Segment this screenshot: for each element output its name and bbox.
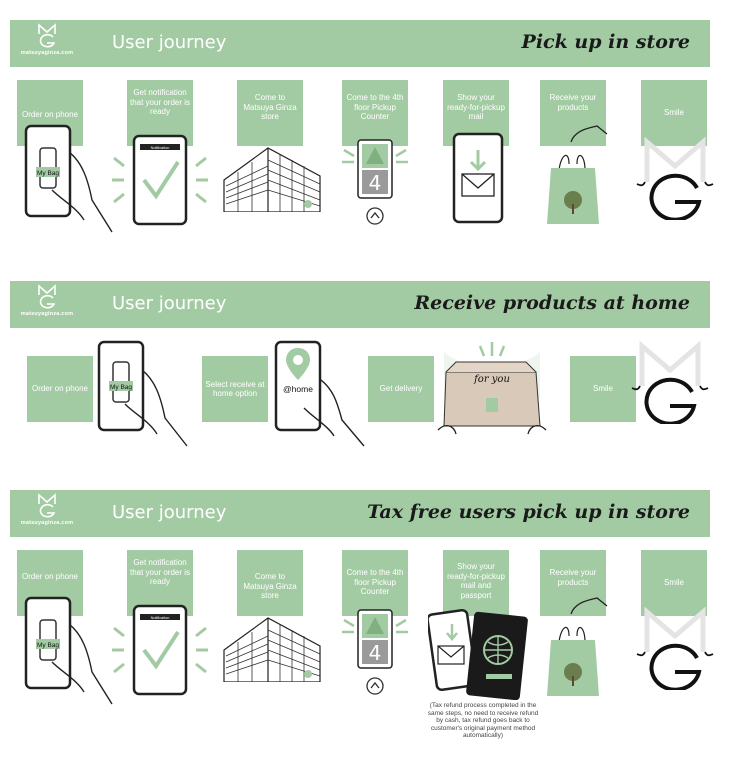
step-box: Smile	[570, 356, 636, 422]
my-bag-label: My Bag	[37, 170, 59, 177]
phone-home-illustration: @home	[274, 340, 365, 447]
step-box: Smile	[641, 550, 707, 616]
my-bag-label: My Bag	[110, 384, 132, 391]
journey-banner: matsuyaginza.com User journey Pick up in…	[10, 20, 710, 67]
my-bag-label: My Bag	[37, 642, 59, 649]
pickup-counter-illustration: 4	[342, 139, 408, 225]
step-box: Show your ready-for-pickup mail and pass…	[443, 550, 509, 616]
floor-number: 4	[369, 171, 382, 195]
brand-site: matsuyaginza.com	[20, 311, 74, 317]
shopping-bag-illustration	[547, 597, 608, 696]
brand-site: matsuyaginza.com	[20, 50, 74, 56]
notification-label: Notification	[151, 616, 170, 620]
phone-order-illustration: My Bag	[97, 340, 188, 447]
pickup-counter-illustration: 4	[342, 609, 408, 695]
step-box: Come to the 4th floor Pickup Counter	[342, 550, 408, 616]
banner-subtitle: Tax free users pick up in store	[367, 501, 690, 523]
shopping-bag-illustration	[547, 125, 608, 224]
pickup-mail-phone-illustration	[452, 132, 504, 224]
box-label: for you	[473, 374, 510, 385]
home-option-label: @home	[283, 384, 313, 394]
store-building-illustration	[223, 617, 321, 682]
brand-site: matsuyaginza.com	[20, 520, 74, 526]
step-box: Select receive at home option	[202, 356, 268, 422]
phone-notification-illustration: Notification	[112, 604, 208, 696]
step-box: Receive your products	[540, 550, 606, 616]
step-box: Come to Matsuya Ginza store	[237, 550, 303, 616]
banner-subtitle: Receive products at home	[414, 292, 690, 314]
phone-notification-illustration: Notification	[112, 134, 208, 226]
step-box: Come to the 4th floor Pickup Counter	[342, 80, 408, 146]
step-box: Get delivery	[368, 356, 434, 422]
banner-subtitle: Pick up in store	[521, 31, 690, 53]
step-box: Receive your products	[540, 80, 606, 146]
notification-label: Notification	[151, 146, 170, 150]
phone-order-illustration: My Bag	[24, 124, 113, 233]
smile-logo-illustration	[636, 606, 714, 690]
journey-banner: matsuyaginza.com User journey Tax free u…	[10, 490, 710, 537]
step-box: Order on phone	[27, 356, 93, 422]
phone-passport-illustration	[428, 608, 528, 700]
brand-logo: matsuyaginza.com	[16, 284, 78, 326]
smile-logo-illustration	[636, 136, 714, 220]
journey-banner: matsuyaginza.com User journey Receive pr…	[10, 281, 710, 328]
phone-order-illustration: My Bag	[24, 596, 113, 705]
store-building-illustration	[223, 147, 321, 212]
step-box: Come to Matsuya Ginza store	[237, 80, 303, 146]
brand-logo: matsuyaginza.com	[16, 23, 78, 65]
step-box: Smile	[641, 80, 707, 146]
banner-title: User journey	[112, 502, 227, 523]
brand-logo: matsuyaginza.com	[16, 493, 78, 535]
floor-number: 4	[369, 641, 382, 665]
smile-logo-illustration	[631, 340, 709, 424]
tax-refund-note: (Tax refund process completed in the sam…	[427, 702, 539, 739]
banner-title: User journey	[112, 293, 227, 314]
delivery-box-illustration: for you	[437, 342, 547, 435]
banner-title: User journey	[112, 32, 227, 53]
